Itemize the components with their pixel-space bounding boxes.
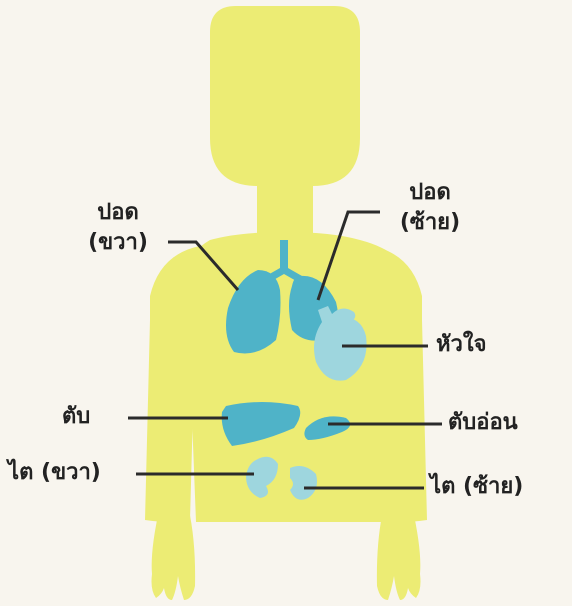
right-hand <box>152 506 196 600</box>
label-lung-right: ปอด (ขวา) <box>70 198 166 258</box>
label-heart: หัวใจ <box>436 330 487 360</box>
label-liver: ตับ <box>62 402 90 432</box>
head <box>210 6 360 186</box>
label-kidney-right: ไต (ขวา) <box>8 458 101 488</box>
label-lung-right-line1: ปอด <box>70 198 166 228</box>
label-pancreas: ตับอ่อน <box>448 408 518 438</box>
label-lung-left: ปอด (ซ้าย) <box>380 178 480 238</box>
label-lung-right-line2: (ขวา) <box>70 228 166 258</box>
label-lung-left-line1: ปอด <box>380 178 480 208</box>
label-kidney-left: ไต (ซ้าย) <box>430 472 523 502</box>
left-hand <box>377 506 421 600</box>
right-arm <box>145 246 200 522</box>
label-lung-left-line2: (ซ้าย) <box>380 208 480 238</box>
body-silhouette <box>145 6 427 600</box>
